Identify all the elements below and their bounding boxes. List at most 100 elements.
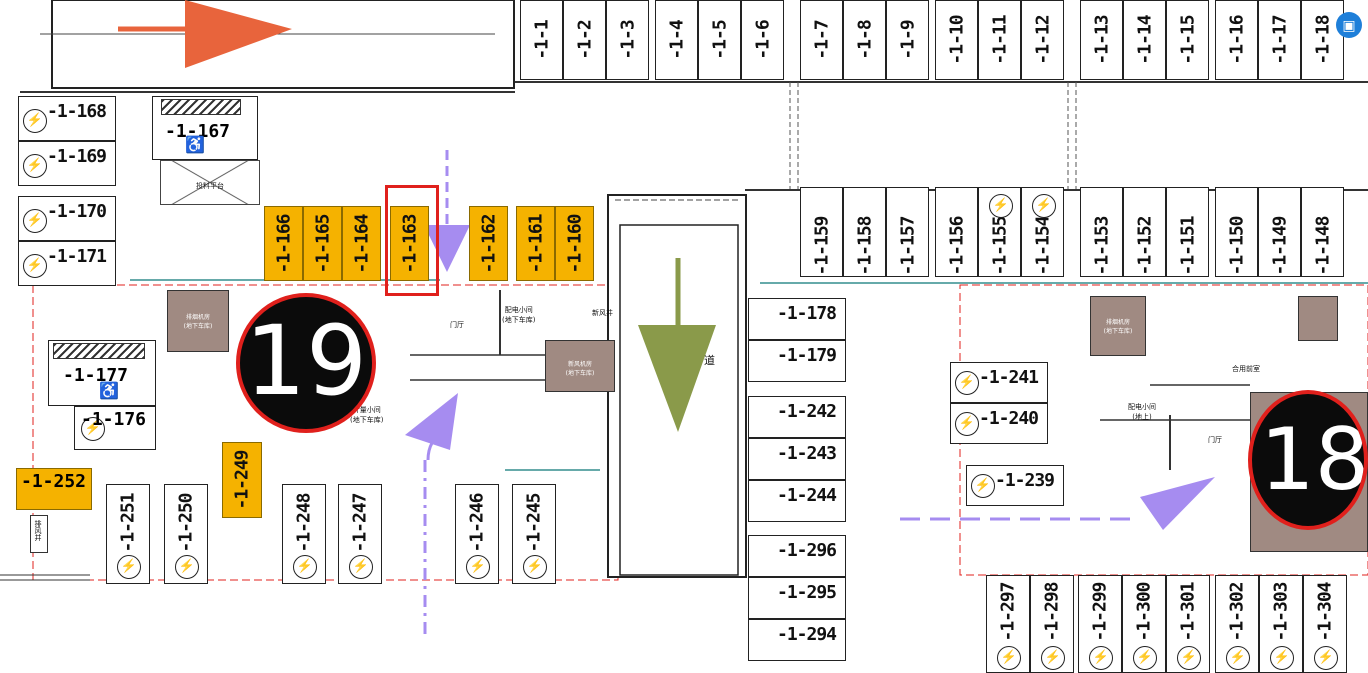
parking-spot[interactable]: -1-17	[1258, 0, 1301, 80]
parking-spot[interactable]: -1-242	[748, 396, 846, 438]
parking-spot[interactable]: -1-243	[748, 438, 846, 480]
parking-spot-252[interactable]: -1-252	[16, 468, 92, 510]
spot-label: -1-14	[1134, 15, 1155, 65]
charger-icon: ⚡	[1270, 646, 1294, 670]
parking-spot[interactable]: -1-303⚡	[1259, 575, 1303, 673]
zone-number: 18	[1260, 410, 1368, 510]
power-room-right-label: 配电小间 (地上)	[1128, 403, 1156, 421]
parking-spot[interactable]: -1-157	[886, 187, 929, 277]
parking-spot-177[interactable]: -1-177 ♿	[48, 340, 156, 406]
parking-spot[interactable]: -1-169⚡	[18, 141, 116, 186]
parking-spot[interactable]: -1-4	[655, 0, 698, 80]
parking-spot[interactable]: -1-163	[390, 206, 429, 281]
parking-spot[interactable]: -1-250⚡	[164, 484, 208, 584]
parking-spot[interactable]: -1-302⚡	[1215, 575, 1259, 673]
parking-spot[interactable]: -1-150	[1215, 187, 1258, 277]
parking-spot-167[interactable]: -1-167 ♿	[152, 96, 258, 160]
parking-spot[interactable]: -1-300⚡	[1122, 575, 1166, 673]
parking-spot[interactable]: -1-304⚡	[1303, 575, 1347, 673]
parking-spot[interactable]: -1-164	[342, 206, 381, 281]
spot-label: -1-151	[1177, 216, 1198, 276]
parking-spot[interactable]: -1-7	[800, 0, 843, 80]
parking-spot[interactable]: -1-294	[748, 619, 846, 661]
parking-spot[interactable]: -1-152	[1123, 187, 1166, 277]
parking-spot[interactable]: -1-5	[698, 0, 741, 80]
parking-spot[interactable]: -1-149	[1258, 187, 1301, 277]
charger-icon: ⚡	[349, 555, 373, 579]
parking-spot[interactable]: -1-296	[748, 535, 846, 577]
spot-label: -1-158	[854, 216, 875, 276]
parking-spot[interactable]: -1-1	[520, 0, 563, 80]
spot-label: -1-149	[1269, 216, 1290, 276]
parking-spot[interactable]: -1-8	[843, 0, 886, 80]
charger-icon: ⚡	[1177, 646, 1201, 670]
save-icon[interactable]: ▣	[1336, 12, 1362, 38]
parking-spot[interactable]: -1-18	[1301, 0, 1344, 80]
charger-icon: ⚡	[23, 154, 47, 178]
parking-spot[interactable]: -1-170⚡	[18, 196, 116, 241]
parking-spot[interactable]: -1-179	[748, 340, 846, 382]
parking-spot[interactable]: -1-14	[1123, 0, 1166, 80]
parking-spot[interactable]: -1-299⚡	[1078, 575, 1122, 673]
parking-spot[interactable]: -1-246⚡	[455, 484, 499, 584]
parking-spot[interactable]: -1-10	[935, 0, 978, 80]
parking-spot[interactable]: -1-239⚡	[966, 465, 1064, 506]
parking-spot[interactable]: -1-16	[1215, 0, 1258, 80]
parking-spot[interactable]: -1-158	[843, 187, 886, 277]
zone-marker-19[interactable]: 19	[236, 293, 376, 433]
parking-spot[interactable]: -1-247⚡	[338, 484, 382, 584]
parking-spot[interactable]: -1-248⚡	[282, 484, 326, 584]
parking-spot[interactable]: -1-301⚡	[1166, 575, 1210, 673]
parking-spot-249[interactable]: -1-249	[222, 442, 262, 518]
arrow-purple-right-icon	[1140, 477, 1215, 530]
parking-spot[interactable]: -1-159	[800, 187, 843, 277]
spot-label: -1-8	[854, 20, 875, 60]
parking-spot[interactable]: -1-153	[1080, 187, 1123, 277]
spot-label: -1-179	[777, 345, 837, 366]
parking-spot[interactable]: -1-151	[1166, 187, 1209, 277]
parking-spot[interactable]: -1-240⚡	[950, 403, 1048, 444]
parking-spot[interactable]: -1-12	[1021, 0, 1064, 80]
parking-spot[interactable]: -1-148	[1301, 187, 1344, 277]
parking-spot[interactable]: -1-15	[1166, 0, 1209, 80]
parking-spot[interactable]: -1-162	[469, 206, 508, 281]
parking-spot[interactable]: -1-171⚡	[18, 241, 116, 286]
charger-icon: ⚡	[971, 474, 995, 498]
spot-label: -1-156	[946, 216, 967, 276]
spot-label: -1-169	[47, 146, 107, 167]
parking-spot[interactable]: -1-161	[516, 206, 555, 281]
parking-spot[interactable]: -1-155⚡	[978, 187, 1021, 277]
parking-spot[interactable]: -1-168⚡	[18, 96, 116, 141]
charger-icon: ⚡	[955, 371, 979, 395]
parking-spot[interactable]: -1-13	[1080, 0, 1123, 80]
spot-label: -1-150	[1226, 216, 1247, 276]
parking-spot[interactable]: -1-244	[748, 480, 846, 522]
spot-label: -1-152	[1134, 216, 1155, 276]
accessible-icon: ♿	[99, 383, 119, 400]
parking-spot[interactable]: -1-6	[741, 0, 784, 80]
parking-spot[interactable]: -1-11	[978, 0, 1021, 80]
parking-spot[interactable]: -1-251⚡	[106, 484, 150, 584]
parking-spot[interactable]: -1-154⚡	[1021, 187, 1064, 277]
zone-marker-18[interactable]: 18	[1248, 390, 1368, 530]
spot-label: -1-157	[897, 216, 918, 276]
parking-spot[interactable]: -1-3	[606, 0, 649, 80]
parking-spot[interactable]: -1-160	[555, 206, 594, 281]
parking-spot[interactable]: -1-298⚡	[1030, 575, 1074, 673]
parking-spot[interactable]: -1-165	[303, 206, 342, 281]
parking-spot[interactable]: -1-166	[264, 206, 303, 281]
parking-spot[interactable]: -1-2	[563, 0, 606, 80]
parking-spot[interactable]: -1-178	[748, 298, 846, 340]
parking-spot[interactable]: -1-295	[748, 577, 846, 619]
parking-spot[interactable]: -1-297⚡	[986, 575, 1030, 673]
arrow-green-icon	[638, 258, 716, 432]
parking-spot[interactable]: -1-245⚡	[512, 484, 556, 584]
parking-spot[interactable]: -1-156	[935, 187, 978, 277]
accessible-icon: ♿	[185, 137, 205, 154]
charger-icon: ⚡	[23, 109, 47, 133]
parking-spot-176[interactable]: ⚡ -1-176	[74, 406, 156, 450]
charger-icon: ⚡	[117, 555, 141, 579]
parking-spot[interactable]: -1-241⚡	[950, 362, 1048, 403]
parking-spot[interactable]: -1-9	[886, 0, 929, 80]
